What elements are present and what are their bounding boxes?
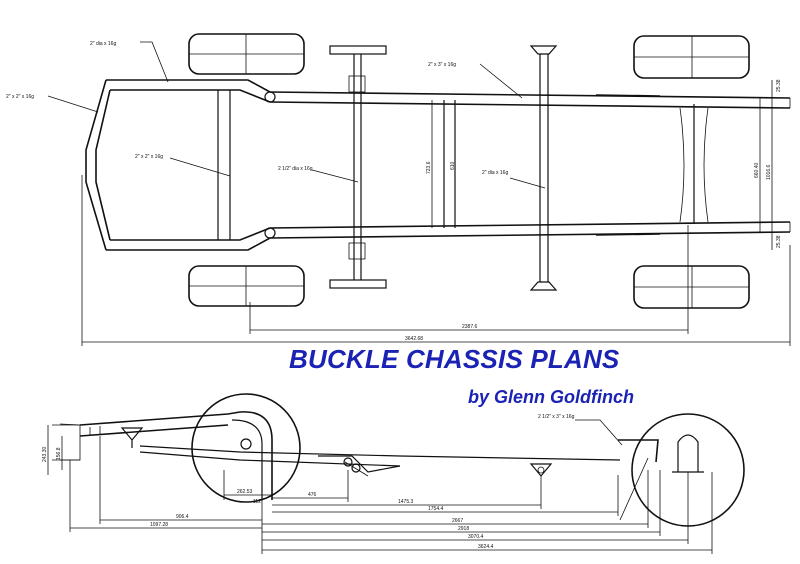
side-rails <box>269 91 791 239</box>
dim-height-1: 243.30 <box>42 446 48 462</box>
rear-right-tire <box>633 265 750 309</box>
dim-1475: 1475.3 <box>398 499 414 505</box>
plan-leaders <box>47 41 546 189</box>
label-cross-member: 2" x 2" x 16g <box>135 154 163 160</box>
front-wheel <box>191 393 301 503</box>
dim-inner-width: 723.6 <box>426 161 432 174</box>
front-frame <box>85 79 709 251</box>
dim-1097: 1097.28 <box>150 522 168 528</box>
label-front-hoop: 2" x 2" x 16g <box>6 94 34 100</box>
dim-overall-width: 1016.6 <box>766 164 772 180</box>
dim-3624: 3624.4 <box>478 544 494 550</box>
dim-1754: 1754.4 <box>428 506 444 512</box>
label-upper-rail: 2" dia x 16g <box>90 41 116 47</box>
dim-height-2: 156.8 <box>56 447 62 460</box>
dim-rail-bottom: 25.38 <box>776 235 782 248</box>
dim-overall-length: 3642.68 <box>405 336 423 342</box>
dim-2667: 2667 <box>452 518 463 524</box>
label-rear-rail: 2" x 3" x 16g <box>428 62 456 68</box>
label-side-rear-rail: 2 1/2" x 3" x 16g <box>538 414 575 420</box>
dim-rail-top: 25.38 <box>776 79 782 92</box>
rear-axle <box>529 45 558 291</box>
dim-262: 262.53 <box>237 489 253 495</box>
rear-left-tire <box>633 35 750 79</box>
plan-view: 2" dia x 16g 2" x 2" x 16g 2" x 3" x 16g… <box>6 33 791 346</box>
plan-dimensions <box>81 80 791 346</box>
label-front-axle: 2 1/2" dia x 16g <box>278 166 313 172</box>
dim-wheelbase: 2387.6 <box>462 324 478 330</box>
front-left-tire <box>188 33 305 75</box>
front-axle <box>329 45 387 289</box>
dim-inner-width-2: 610 <box>450 161 456 170</box>
author-credit: by Glenn Goldfinch <box>468 387 634 407</box>
dim-476: 476 <box>308 492 317 498</box>
side-view: 2 1/2" x 3" x 16g 243.30 156.8 <box>42 393 745 554</box>
dim-906: 906.4 <box>176 514 189 520</box>
dim-3070: 3070.4 <box>468 534 484 540</box>
side-dimensions <box>69 436 713 554</box>
dim-outer-width: 660.40 <box>754 162 760 178</box>
front-right-tire <box>188 265 305 307</box>
dim-112: 112 <box>253 499 261 505</box>
dim-2918: 2918 <box>458 526 469 532</box>
page-title: BUCKLE CHASSIS PLANS <box>289 344 620 374</box>
label-rear-axle: 2" dia x 16g <box>482 170 508 176</box>
